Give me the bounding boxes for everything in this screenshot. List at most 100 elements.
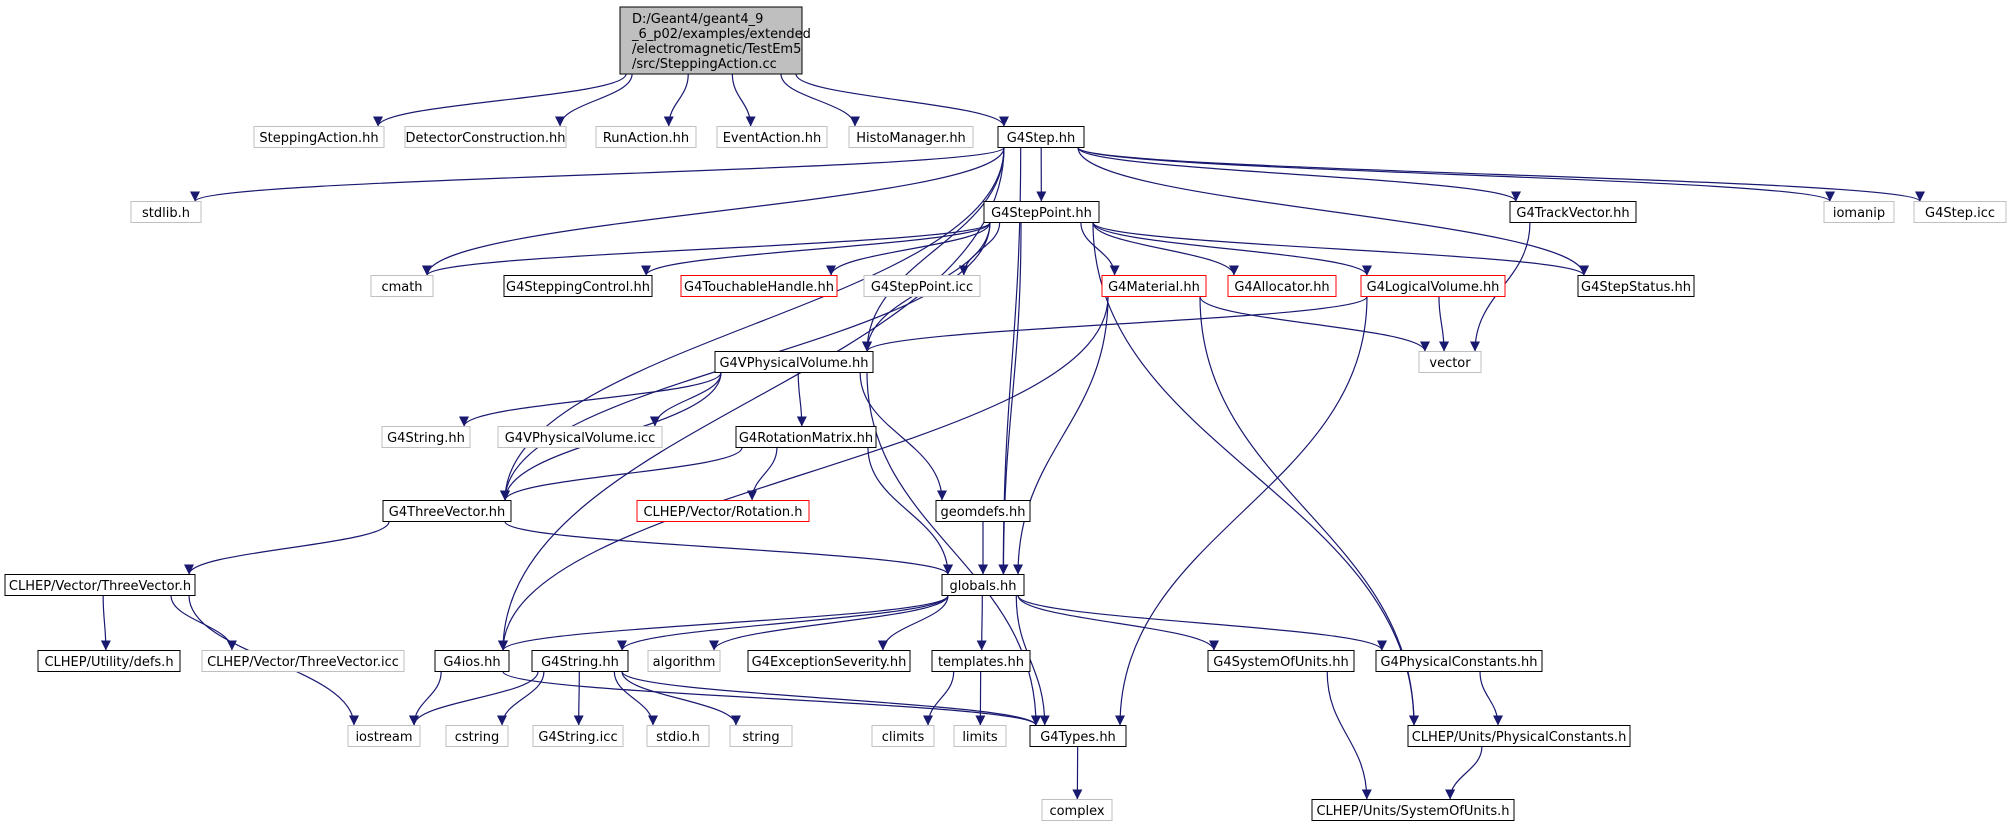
node-globals-hh[interactable]: globals.hh — [941, 574, 1025, 596]
node-box — [503, 275, 653, 297]
node-label: CLHEP/Utility/defs.h — [44, 655, 173, 670]
edge-g4step-hh-to-stdlib-h — [190, 146, 1005, 203]
node-box — [848, 126, 974, 148]
edge-g4threevector-hh-to-globals-hh — [504, 520, 953, 576]
node-label: G4TouchableHandle.hh — [684, 280, 834, 295]
node-g4step-hh[interactable]: G4Step.hh — [997, 126, 1085, 148]
node-g4string-icc[interactable]: G4String.icc — [532, 725, 624, 747]
node-eventaction-hh[interactable]: EventAction.hh — [716, 126, 828, 148]
node-stdio-h[interactable]: stdio.h — [646, 725, 710, 747]
node-histomanager-hh[interactable]: HistoManager.hh — [848, 126, 974, 148]
node-box — [1375, 650, 1543, 672]
node-g4vphysicalvolume-hh[interactable]: G4VPhysicalVolume.hh — [714, 351, 874, 373]
node-detectorconstruction-hh[interactable]: DetectorConstruction.hh — [404, 126, 567, 148]
node-g4rotationmatrix-hh[interactable]: G4RotationMatrix.hh — [735, 426, 877, 448]
node-box — [680, 275, 838, 297]
node-box — [863, 275, 981, 297]
node-g4types-hh[interactable]: G4Types.hh — [1029, 725, 1127, 747]
node-limits[interactable]: limits — [953, 725, 1007, 747]
node-climits[interactable]: climits — [871, 725, 935, 747]
node-g4touchablehandle-hh[interactable]: G4TouchableHandle.hh — [680, 275, 838, 297]
node-label: cmath — [381, 280, 422, 295]
node-clhep-threevector-icc[interactable]: CLHEP/Vector/ThreeVector.icc — [201, 650, 405, 672]
node-label: G4String.hh — [541, 655, 619, 670]
node-label: globals.hh — [949, 579, 1016, 594]
node-label: SteppingAction.hh — [259, 131, 378, 146]
node-templates-hh[interactable]: templates.hh — [931, 650, 1031, 672]
edge-g4step-hh-to-g4ios-hh — [498, 147, 1005, 651]
node-clhep-systemofunits-h[interactable]: CLHEP/Units/SystemOfUnits.h — [1311, 799, 1515, 821]
edge-g4vphysicalvolume-hh-to-g4vphysicalvolume-icc — [649, 372, 722, 427]
edge-root-to-detectorconstruction-hh — [555, 73, 633, 127]
node-cmath[interactable]: cmath — [370, 275, 434, 297]
node-g4exceptionseverity-hh[interactable]: G4ExceptionSeverity.hh — [747, 650, 911, 672]
node-box — [1041, 799, 1113, 821]
node-label: complex — [1049, 804, 1104, 819]
node-label: stdio.h — [656, 730, 700, 745]
node-box — [931, 650, 1031, 672]
node-label: G4String.icc — [538, 730, 617, 745]
node-box — [716, 126, 828, 148]
node-geomdefs-hh[interactable]: geomdefs.hh — [935, 500, 1031, 522]
edge-g4material-hh-to-g4ios-hh — [498, 296, 1109, 651]
node-box — [735, 426, 877, 448]
edge-g4rotationmatrix-hh-to-g4threevector-hh — [500, 447, 743, 501]
node-vector[interactable]: vector — [1418, 351, 1482, 373]
edge-g4string-hh-b-to-g4string-icc — [573, 671, 584, 726]
node-clhep-rotation-h[interactable]: CLHEP/Vector/Rotation.h — [636, 500, 810, 522]
node-box — [729, 725, 793, 747]
node-box — [647, 650, 721, 672]
node-label: G4VPhysicalVolume.hh — [719, 356, 868, 371]
edge-g4steppoint-hh-to-g4steppingcontrol-hh — [641, 222, 991, 276]
node-g4trackvector-hh[interactable]: G4TrackVector.hh — [1509, 201, 1637, 223]
node-clhep-threevector-h[interactable]: CLHEP/Vector/ThreeVector.h — [4, 574, 196, 596]
node-box — [445, 725, 509, 747]
node-g4steppingcontrol-hh[interactable]: G4SteppingControl.hh — [503, 275, 653, 297]
node-label: climits — [882, 730, 925, 745]
root-path-line-2: _6_p02/examples/extended — [631, 27, 811, 42]
node-clhep-physicalconstants-h[interactable]: CLHEP/Units/PhysicalConstants.h — [1407, 725, 1631, 747]
node-label: templates.hh — [938, 655, 1024, 670]
node-stdlib-h[interactable]: stdlib.h — [130, 201, 202, 223]
node-label: G4Allocator.hh — [1234, 280, 1329, 295]
root-path-line-4: /src/SteppingAction.cc — [632, 57, 777, 72]
node-g4stepstatus-hh[interactable]: G4StepStatus.hh — [1577, 275, 1695, 297]
node-clhep-defs-h[interactable]: CLHEP/Utility/defs.h — [37, 650, 181, 672]
node-complex[interactable]: complex — [1041, 799, 1113, 821]
edge-g4steppoint-hh-to-g4touchablehandle-hh — [826, 222, 991, 276]
node-g4string-hh-b[interactable]: G4String.hh — [531, 650, 629, 672]
root-file-node[interactable]: D:/Geant4/geant4_9 _6_p02/examples/exten… — [619, 6, 811, 75]
edge-clhep-physicalconstants-h-to-clhep-systemofunits-h — [1445, 746, 1483, 800]
node-runaction-hh[interactable]: RunAction.hh — [595, 126, 697, 148]
edge-root-to-histomanager-hh — [780, 73, 860, 127]
node-g4threevector-hh[interactable]: G4ThreeVector.hh — [382, 500, 512, 522]
node-label: CLHEP/Vector/ThreeVector.icc — [207, 655, 399, 670]
node-g4ios-hh[interactable]: G4ios.hh — [434, 650, 510, 672]
node-g4logicalvolume-hh[interactable]: G4LogicalVolume.hh — [1360, 275, 1506, 297]
node-g4steppoint-icc[interactable]: G4StepPoint.icc — [863, 275, 981, 297]
node-cstring[interactable]: cstring — [445, 725, 509, 747]
node-g4physicalconstants-hh[interactable]: G4PhysicalConstants.hh — [1375, 650, 1543, 672]
node-g4string-hh-a[interactable]: G4String.hh — [381, 426, 471, 448]
edge-root-to-eventaction-hh — [731, 73, 756, 127]
edge-g4steppoint-hh-to-g4material-hh — [1080, 222, 1120, 276]
node-g4material-hh[interactable]: G4Material.hh — [1101, 275, 1207, 297]
node-label: DetectorConstruction.hh — [405, 131, 565, 146]
edge-clhep-threevector-h-to-clhep-threevector-icc — [170, 595, 237, 651]
edge-templates-hh-to-climits — [923, 671, 955, 726]
node-g4systemofunits-hh[interactable]: G4SystemOfUnits.hh — [1207, 650, 1355, 672]
edge-g4string-hh-b-to-iostream — [409, 671, 539, 726]
node-box — [37, 650, 181, 672]
node-box — [404, 126, 567, 148]
node-iostream[interactable]: iostream — [347, 725, 421, 747]
node-g4allocator-hh[interactable]: G4Allocator.hh — [1227, 275, 1337, 297]
node-g4step-icc[interactable]: G4Step.icc — [1913, 201, 2007, 223]
node-steppingaction-hh[interactable]: SteppingAction.hh — [253, 126, 385, 148]
node-box — [1418, 351, 1482, 373]
node-algorithm[interactable]: algorithm — [647, 650, 721, 672]
node-g4vphysicalvolume-icc[interactable]: G4VPhysicalVolume.icc — [497, 426, 663, 448]
node-g4steppoint-hh[interactable]: G4StepPoint.hh — [983, 201, 1100, 223]
node-iomanip[interactable]: iomanip — [1823, 201, 1895, 223]
node-string[interactable]: string — [729, 725, 793, 747]
